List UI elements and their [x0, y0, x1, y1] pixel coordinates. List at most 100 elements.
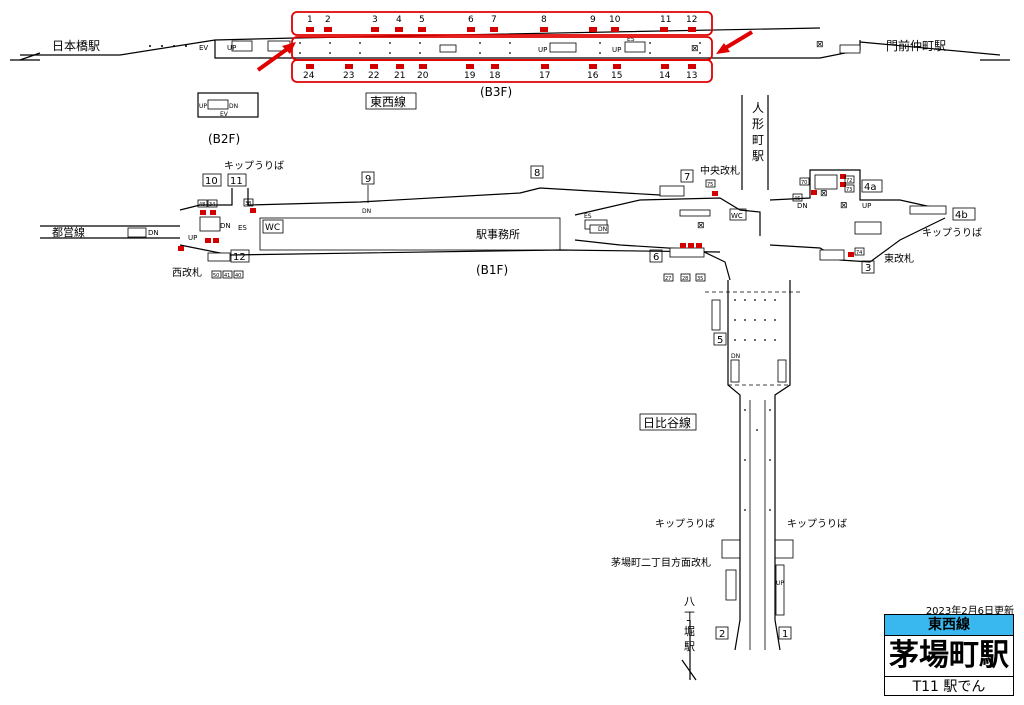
gate-marker — [840, 182, 846, 187]
floor-label-b1: (B1F) — [476, 263, 508, 277]
exit-3-stairs — [819, 249, 845, 261]
exit-3-box — [861, 260, 875, 274]
exit-12: 12 — [233, 252, 246, 263]
exit-6: 6 — [653, 252, 659, 263]
hibiya-right-wall — [774, 280, 791, 651]
b1f-concourse: 駅事務所 DN 都営線 UP DN ES WC 10 11 12 9 8 DN … — [40, 160, 721, 279]
exit-4a-stairs — [814, 174, 838, 190]
tag: 75 — [707, 182, 713, 188]
gate-marker — [688, 243, 694, 248]
hibiya-dots — [734, 299, 776, 511]
car-markers-top — [306, 27, 696, 32]
b3f-up-center: UP — [538, 46, 547, 54]
exit-4a: 4a — [864, 182, 877, 193]
west-es: ES — [238, 224, 247, 232]
exit-10-box — [202, 173, 222, 187]
exit-8-box — [530, 165, 544, 179]
ningyocho-char-3: 町 — [752, 133, 764, 147]
exit-5: 5 — [717, 335, 723, 346]
exit-6-box — [649, 249, 663, 263]
car-label: 2 — [325, 15, 331, 25]
station-label-nihonbashi: 日本橋駅 — [52, 39, 100, 53]
west-small-tags: 48 34 38 50 41 40 — [197, 198, 254, 279]
track-left-slant — [19, 52, 41, 61]
car-label: 23 — [343, 71, 354, 81]
car-marker — [345, 64, 353, 69]
car-label: 24 — [303, 71, 315, 81]
exit-5-stairs — [711, 299, 721, 331]
east-locker-icon-2: ⊠ — [840, 201, 848, 211]
east-stairs-dn — [589, 224, 609, 234]
b2f-up: UP — [199, 103, 207, 110]
exit-7: 7 — [684, 172, 690, 183]
gate-marker — [712, 191, 718, 196]
gate-marker — [178, 246, 184, 251]
east-wc-box — [729, 208, 747, 221]
car-label: 15 — [611, 71, 622, 81]
floor-label-b2: (B2F) — [208, 132, 240, 146]
concourse-lower-wall — [179, 244, 721, 256]
car-marker — [490, 27, 498, 32]
b3f-up-west: UP — [227, 44, 236, 52]
south-gate-left — [721, 539, 741, 559]
exit12-stairs — [207, 252, 231, 262]
hatchobori-char-1: 八 — [684, 595, 695, 608]
car-marker — [589, 64, 597, 69]
south-kiosk-right-label: キップうりば — [787, 518, 847, 530]
gate-marker — [696, 243, 702, 248]
hibiya-line-box — [639, 413, 697, 431]
gate-marker — [840, 174, 846, 179]
b3f-ev: EV — [199, 44, 208, 52]
exit-4a-box — [861, 179, 883, 193]
tozai-line-box — [365, 92, 417, 110]
car-marker — [466, 64, 474, 69]
west-dn: DN — [220, 222, 231, 230]
tag: 48 — [199, 202, 205, 208]
exit-9: 9 — [365, 174, 371, 185]
station-label-monzen: 門前仲町駅 — [886, 38, 946, 53]
b3f-platform: UP UP UP ES EV ⊠ ⊠ 1 2 3 4 — [10, 11, 1010, 110]
car-marker — [589, 27, 597, 32]
hatchobori-char-2: 丁 — [684, 610, 695, 623]
gate-marker — [200, 210, 206, 215]
south-kiosk-left-label: キップうりば — [655, 518, 715, 530]
ningyocho-char-2: 形 — [752, 117, 764, 131]
car-marker — [688, 27, 696, 32]
car-row-top-highlight — [291, 11, 713, 36]
car-marker — [613, 64, 621, 69]
platform-upper-edge — [119, 27, 821, 56]
exit-7-stairs — [659, 185, 685, 197]
hibiya-stairs-left — [730, 359, 740, 383]
exit-1-stairs — [775, 564, 785, 616]
track-right-upper — [859, 41, 1001, 56]
gate-marker — [680, 243, 686, 248]
east-wing-upper — [769, 169, 946, 211]
south-gate-right — [774, 539, 794, 559]
car-marker — [419, 64, 427, 69]
west-gate-label: 西改札 — [172, 266, 202, 279]
car-labels-top: 1 2 3 4 5 6 7 8 9 10 11 12 — [307, 15, 697, 25]
station-office-label: 駅事務所 — [476, 227, 520, 241]
b2f-box — [197, 92, 259, 118]
b3f-escalator-east — [624, 41, 646, 53]
b3f-escalator-center — [549, 42, 577, 53]
exit-10: 10 — [205, 176, 218, 187]
car-marker — [306, 27, 314, 32]
car-label: 8 — [541, 15, 547, 25]
east-gate-label: 東改札 — [884, 252, 914, 265]
car-marker — [371, 27, 379, 32]
tag: 72 — [846, 178, 852, 184]
tag: 74 — [856, 250, 862, 256]
east-small-tags-6: 27 28 35 — [663, 273, 706, 282]
car-marker — [306, 64, 314, 69]
car-marker — [541, 64, 549, 69]
car-marker — [370, 64, 378, 69]
west-wc: WC — [265, 223, 280, 233]
exit-12-box — [230, 249, 250, 263]
central-gate-label: 中央改札 — [700, 164, 740, 177]
b3f-locker-icon: ⊠ — [691, 44, 699, 54]
car-marker — [688, 64, 696, 69]
car-marker — [660, 27, 668, 32]
car-label: 20 — [417, 71, 429, 81]
car-label: 4 — [396, 15, 402, 25]
